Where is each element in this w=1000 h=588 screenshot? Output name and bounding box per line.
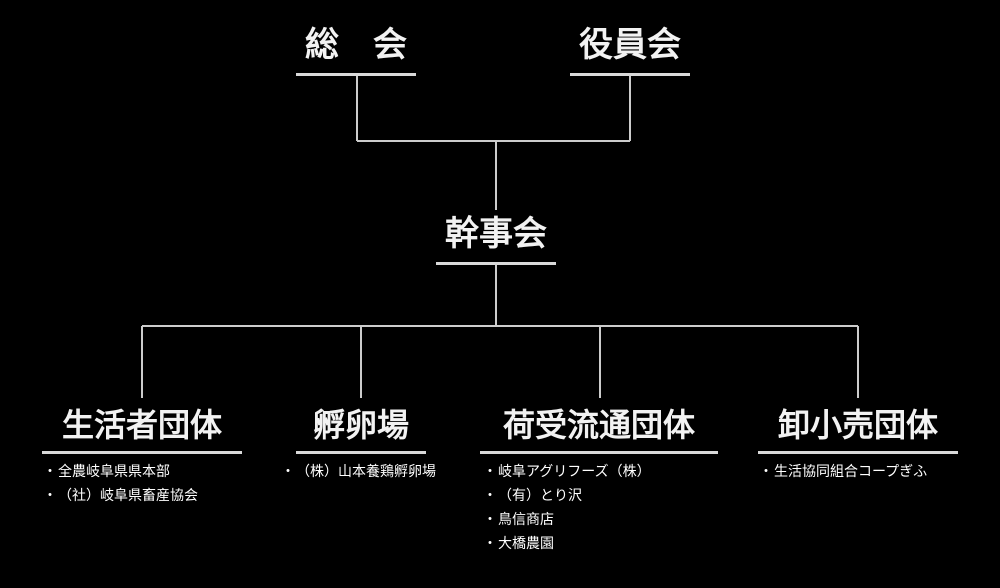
node-kanjikai-label: 幹事会 — [445, 214, 547, 254]
node-kanjikai: 幹事会 — [436, 209, 556, 265]
list-item: ・生活協同組合コープぎふ — [758, 460, 927, 484]
node-kanjikai-underline — [436, 262, 556, 265]
member-label: 全農岐阜県県本部 — [58, 464, 170, 480]
node-furanjo: 孵卵場 — [296, 402, 426, 454]
member-label: （株）山本養鶏孵卵場 — [296, 464, 436, 480]
list-item: ・大橋農園 — [482, 532, 651, 556]
bullet-mark: ・ — [281, 464, 295, 480]
bullet-mark: ・ — [43, 488, 57, 504]
node-oroshi-kouri-dantai-underline — [758, 451, 958, 454]
list-item: ・岐阜アグリフーズ（株） — [482, 460, 651, 484]
node-furanjo-label: 孵卵場 — [312, 406, 409, 444]
member-label: 岐阜アグリフーズ（株） — [498, 464, 651, 480]
node-yakuinkai-label: 役員会 — [579, 25, 681, 65]
node-niuke-ryutsu-dantai: 荷受流通団体 — [480, 402, 718, 454]
node-soukai-label: 総 会 — [305, 25, 407, 65]
node-soukai-underline — [296, 73, 416, 76]
list-item: ・鳥信商店 — [482, 508, 651, 532]
node-seikatsusha-dantai: 生活者団体 — [42, 402, 242, 454]
bullet-mark: ・ — [483, 536, 497, 552]
member-label: 生活協同組合コープぎふ — [774, 464, 928, 480]
node-niuke-ryutsu-dantai-underline — [480, 451, 718, 454]
node-oroshi-kouri-dantai: 卸小売団体 — [758, 402, 958, 454]
members-furanjo: ・（株）山本養鶏孵卵場 — [280, 460, 436, 484]
bullet-mark: ・ — [483, 488, 497, 504]
bullet-mark: ・ — [483, 512, 497, 528]
member-label: （社）岐阜県畜産協会 — [58, 488, 198, 504]
members-seikatsusha-dantai: ・全農岐阜県県本部 ・（社）岐阜県畜産協会 — [42, 460, 198, 508]
node-soukai: 総 会 — [296, 20, 416, 76]
member-label: 大橋農園 — [498, 536, 554, 552]
bullet-mark: ・ — [483, 464, 497, 480]
node-yakuinkai-underline — [570, 73, 690, 76]
node-seikatsusha-dantai-label: 生活者団体 — [61, 406, 222, 444]
node-yakuinkai: 役員会 — [570, 20, 690, 76]
bullet-mark: ・ — [43, 464, 57, 480]
node-niuke-ryutsu-dantai-label: 荷受流通団体 — [502, 406, 695, 444]
node-furanjo-underline — [296, 451, 426, 454]
member-label: 鳥信商店 — [498, 512, 554, 528]
member-label: （有）とり沢 — [498, 488, 582, 504]
bullet-mark: ・ — [759, 464, 773, 480]
members-niuke-ryutsu-dantai: ・岐阜アグリフーズ（株） ・（有）とり沢 ・鳥信商店 ・大橋農園 — [482, 460, 651, 556]
node-oroshi-kouri-dantai-label: 卸小売団体 — [777, 406, 938, 444]
list-item: ・全農岐阜県県本部 — [42, 460, 198, 484]
list-item: ・（有）とり沢 — [482, 484, 651, 508]
members-oroshi-kouri-dantai: ・生活協同組合コープぎふ — [758, 460, 927, 484]
list-item: ・（社）岐阜県畜産協会 — [42, 484, 198, 508]
list-item: ・（株）山本養鶏孵卵場 — [280, 460, 436, 484]
node-seikatsusha-dantai-underline — [42, 451, 242, 454]
